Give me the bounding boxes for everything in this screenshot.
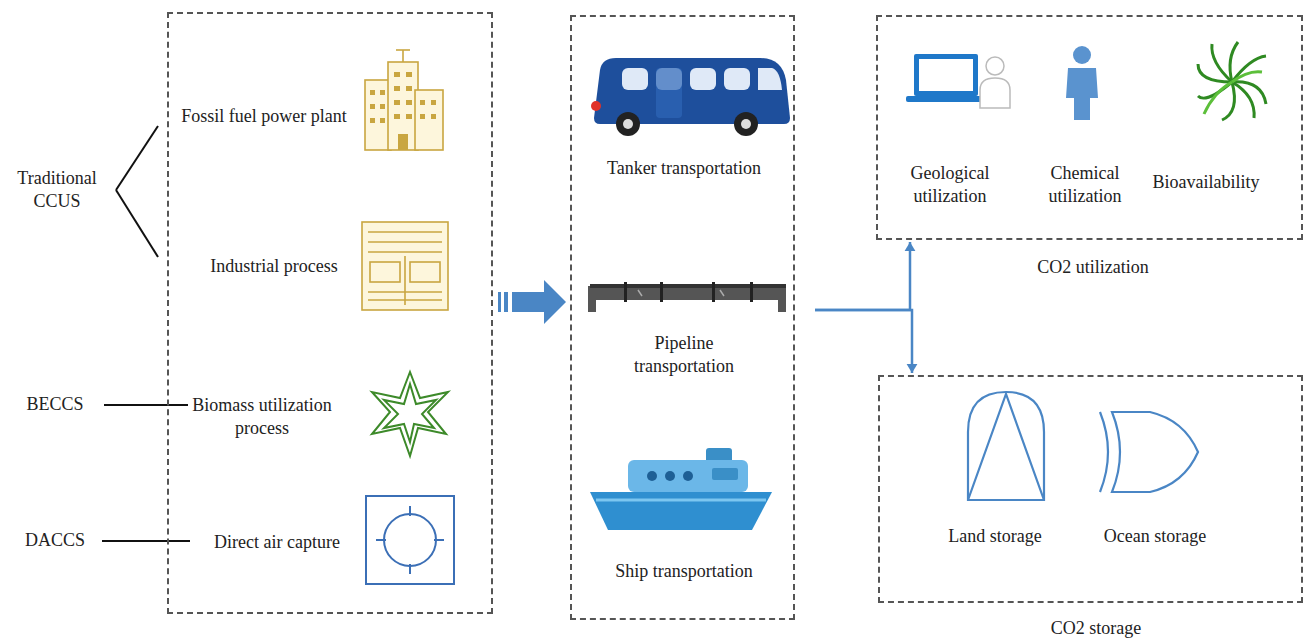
bracket-lines [102,126,190,541]
industrial-icon [362,222,448,310]
node-text: Biomass utilization process [177,394,347,441]
node-text: CO2 storage [996,617,1196,640]
node-text: Land storage [920,525,1070,548]
node-text: Ocean storage [1080,525,1230,548]
node-text: Fossil fuel power plant [179,105,349,128]
node-text: Industrial process [174,255,374,278]
tanker-icon [591,58,790,136]
arrow-head [907,364,918,373]
dashed-group-box: CO2 utilizationGeological utilizationChe… [876,15,1303,240]
arrow-head [905,242,916,251]
pipeline-icon [588,282,786,312]
building-icon [365,50,443,150]
node-text: CO2 utilization [993,256,1193,279]
node-text: Bioavailability [1131,171,1281,194]
node-text: Pipeline transportation [619,332,749,379]
dac-icon [366,496,454,584]
branch-connector [815,242,910,310]
category-label: Traditional CCUS [2,167,112,214]
geological-icon [906,54,1010,108]
chemical-icon [1066,46,1098,120]
block-arrow-stripe [504,292,508,312]
ocean-storage-icon [1100,412,1198,492]
biomass-icon [372,372,448,456]
bio-icon [1198,42,1266,120]
ship-icon [590,448,772,530]
branch-connector [815,310,912,373]
dashed-group-box: Tanker transportationPipeline transporta… [570,15,795,620]
land-storage-icon [968,392,1044,500]
node-text: Direct air capture [177,531,377,554]
dashed-group-box: Fossil fuel power plantIndustrial proces… [167,12,493,614]
node-text: Geological utilization [895,162,1005,209]
node-text: Chemical utilization [1030,162,1140,209]
dashed-group-box: CO2 storageLand storageOcean storage [878,375,1303,603]
category-label: BECCS [10,393,100,416]
block-arrow-stripe [498,292,501,312]
node-text: Ship transportation [574,560,794,583]
block-arrow-body [512,280,566,324]
category-label: DACCS [10,529,100,552]
node-text: Tanker transportation [574,157,794,180]
